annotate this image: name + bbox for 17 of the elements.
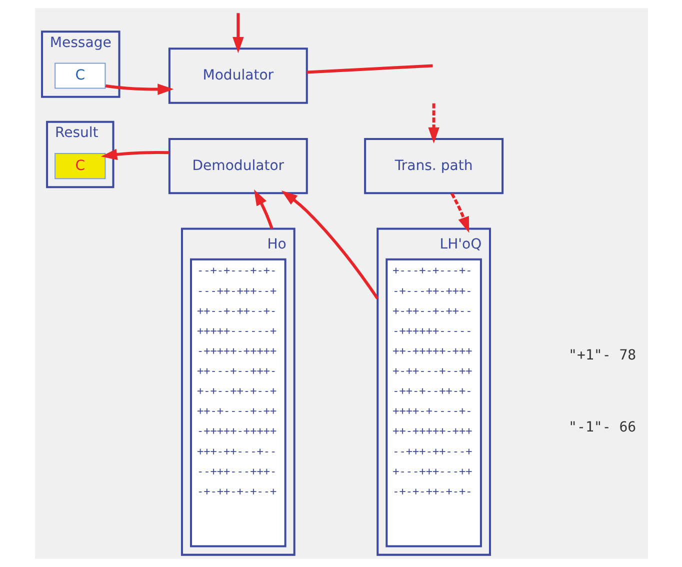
label: "+1"- 78: [568, 347, 636, 364]
node-box: LH'oQ +---+-+---+- -+---++-+++- +-++--+-++-- -++++++----- ++-+++++-+++ +-++---+--++ -++-+--++-+- ++++-+----+- ++-+++++-+++ --+++-++---+ +---+++---++ -+-+-++-+-+-: [376, 228, 490, 556]
arrow: [280, 190, 378, 300]
node-box: Demodulator: [168, 138, 308, 194]
node-box: C: [54, 153, 106, 180]
arrow: [104, 84, 174, 95]
node-box: Ho --+-+---+-+- ---++-+++--+ ++--+-++--+- +++++------+ -+++++-+++++ ++---+--+++- +-+--++-+--+ ++-+----+-++ -+++++-+++++ +++-++---+-- --+++---+++- -+-++-+-+--+: [180, 228, 295, 556]
arrow: [253, 189, 273, 230]
arrow: [100, 148, 169, 160]
node-box: Modulator: [168, 48, 308, 104]
node-box: C: [54, 62, 106, 89]
connector: [306, 64, 432, 74]
label: "-1"- 66: [568, 420, 636, 436]
arrow: [428, 103, 439, 144]
arrow: [450, 192, 469, 233]
arrow: [232, 13, 244, 54]
node-box: Trans. path: [364, 138, 504, 194]
